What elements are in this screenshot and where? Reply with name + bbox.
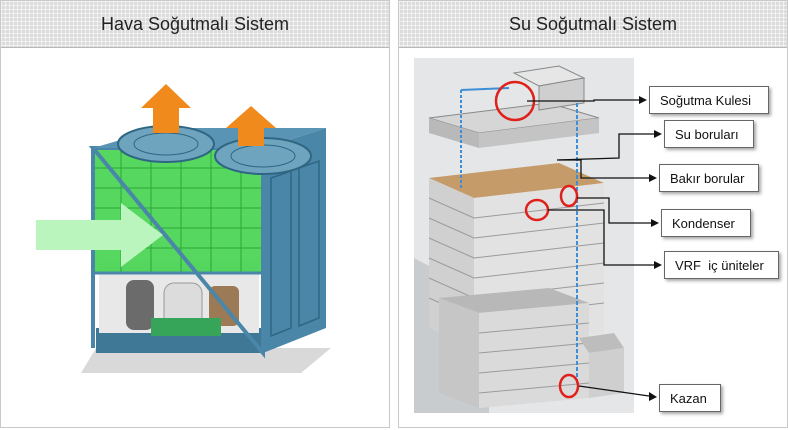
leader-arrowheads xyxy=(639,96,662,401)
leader-lines xyxy=(527,99,654,397)
boiler-highlight xyxy=(558,373,580,399)
air-in-arrow xyxy=(36,203,163,267)
unit-side-panel xyxy=(263,128,326,353)
boiler-label: Kazan xyxy=(659,384,721,412)
cooling-tower-label: Soğutma Kulesi xyxy=(649,86,769,114)
air-cooled-panel: Hava Soğutmalı Sistem xyxy=(0,0,390,428)
water-cooled-illustration: Soğutma Kulesi Su boruları Bakır borular… xyxy=(399,48,787,427)
copper-pipes-label: Bakır borular xyxy=(659,164,759,192)
vrf-indoor-label: VRF iç üniteler xyxy=(664,251,779,279)
compressor-1 xyxy=(126,280,154,330)
air-cooled-title: Hava Soğutmalı Sistem xyxy=(1,1,389,48)
water-cooled-title: Su Soğutmalı Sistem xyxy=(399,1,787,48)
water-pipes-label: Su boruları xyxy=(664,120,754,148)
unit-shadow xyxy=(81,348,331,373)
lower-floor-plan xyxy=(439,288,589,313)
water-cooled-panel: Su Soğutmalı Sistem xyxy=(398,0,788,428)
air-cooled-illustration xyxy=(1,48,389,427)
condenser-label: Kondenser xyxy=(661,209,751,237)
condenser-highlight xyxy=(559,184,579,208)
annex xyxy=(589,348,624,398)
lower-block-front xyxy=(479,303,589,408)
air-cooled-unit-drawing xyxy=(36,84,331,373)
building-cutaway-drawing xyxy=(414,58,662,413)
upper-floor-plan xyxy=(429,163,604,198)
air-out-arrow-1 xyxy=(141,84,191,133)
pipe-manifold xyxy=(151,318,221,336)
air-out-arrow-2 xyxy=(226,106,276,146)
